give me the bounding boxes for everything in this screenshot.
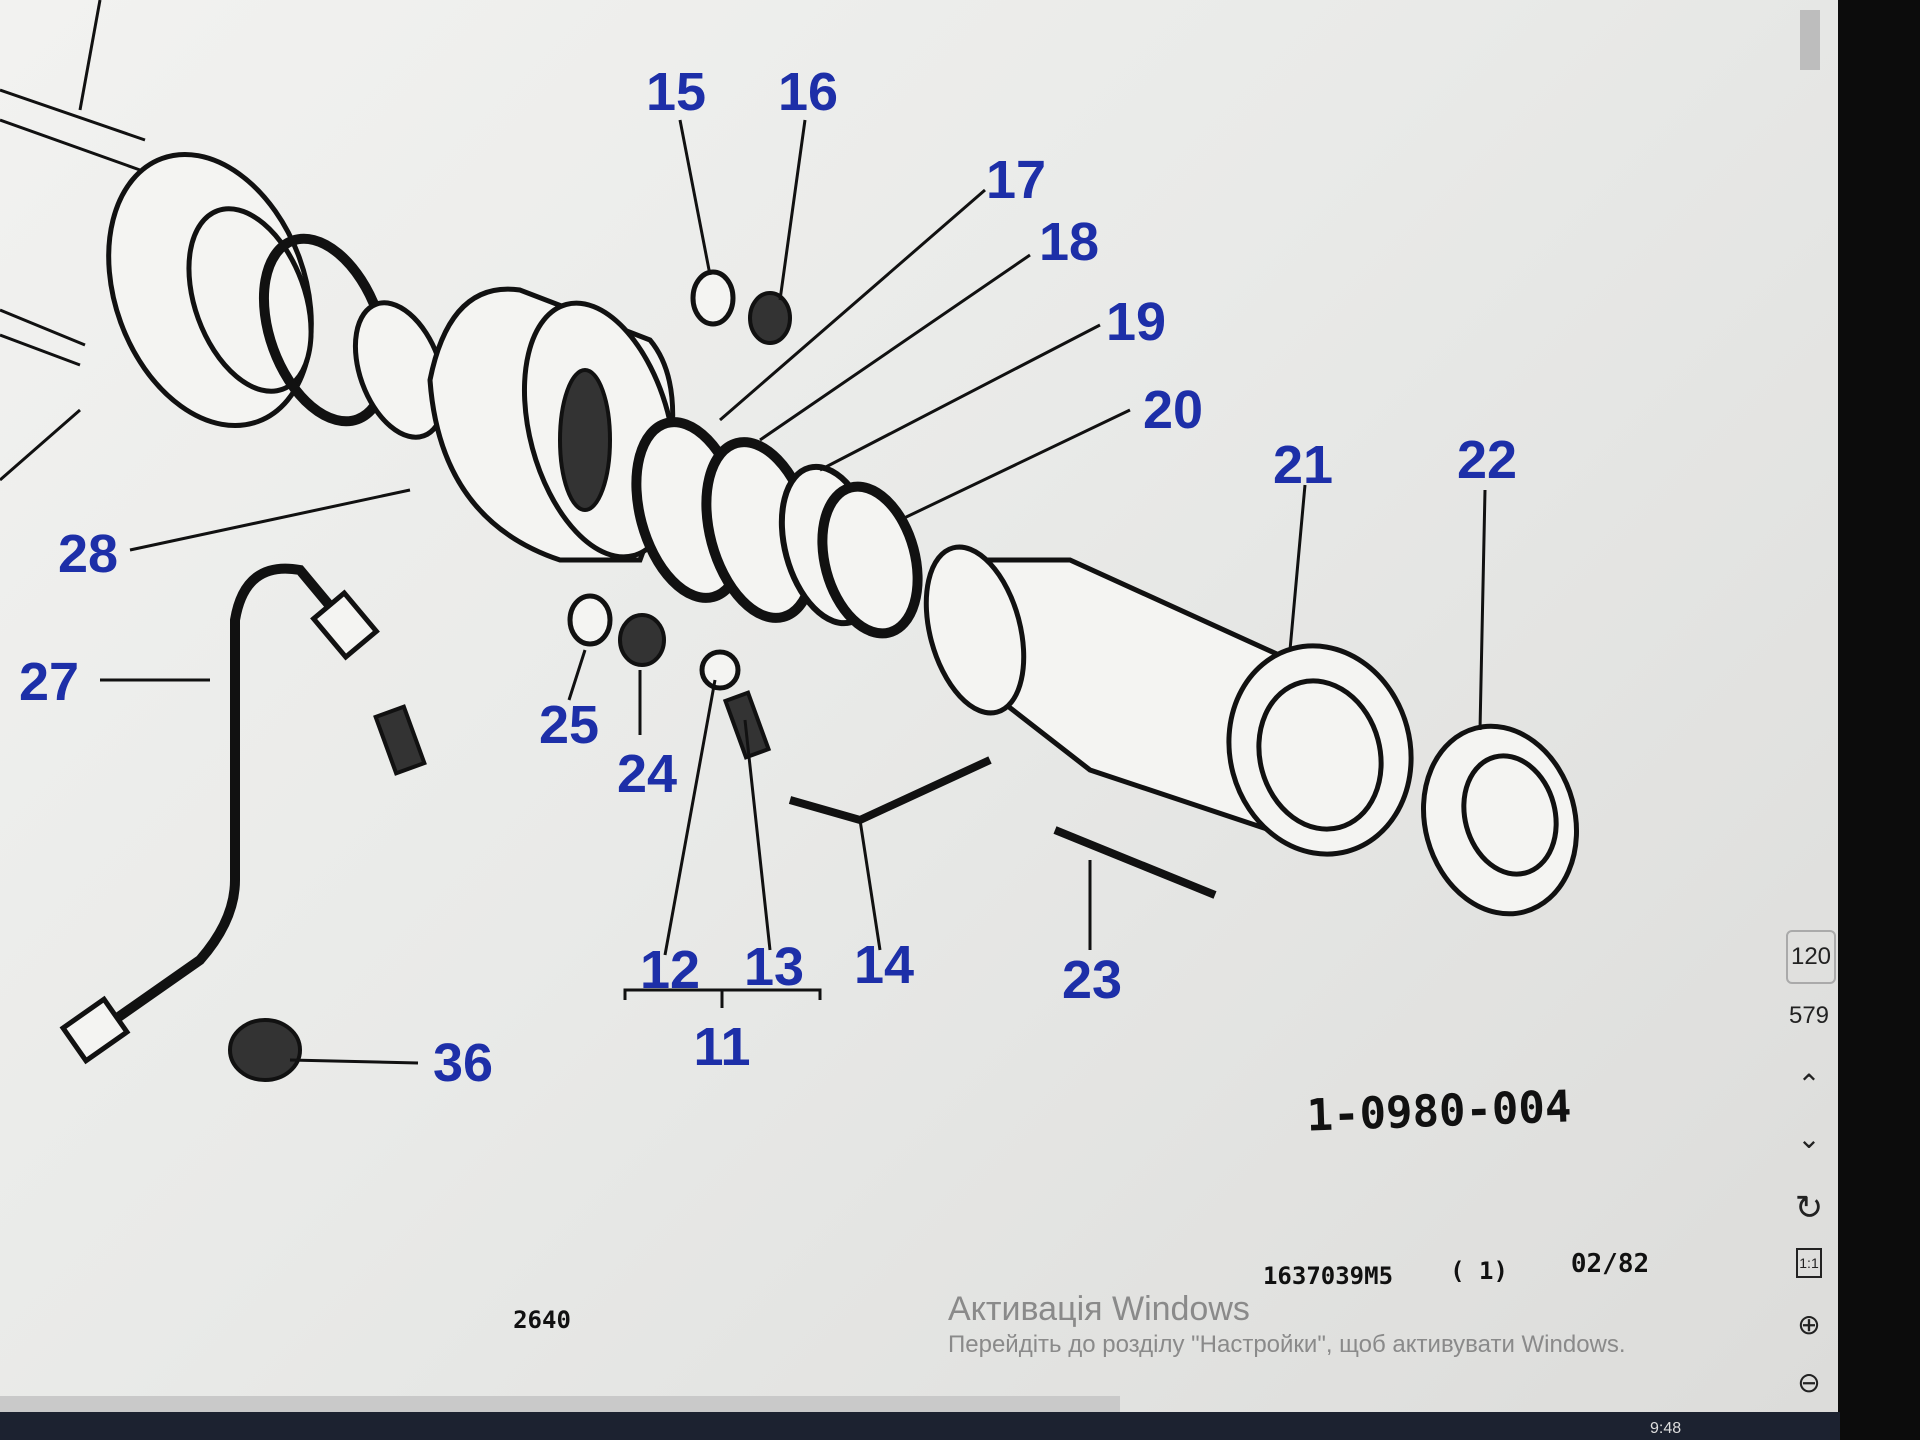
callout-12: 12 (640, 940, 700, 1000)
callout-36: 36 (433, 1033, 493, 1093)
windows-activation-watermark: Активація Windows Перейдіть до розділу "… (948, 1290, 1626, 1359)
taskbar-clock: 9:48 (1650, 1420, 1682, 1437)
model-number: 2640 (513, 1306, 571, 1334)
part-number: 1637039M5 (1263, 1262, 1393, 1290)
revision-date: 02/82 (1571, 1249, 1649, 1279)
monitor-bezel (1838, 0, 1920, 1440)
exploded-parts-diagram: 15 16 17 18 19 20 21 22 28 27 25 24 12 1… (0, 0, 1649, 1334)
actual-size-icon[interactable]: 1:1 (1780, 1248, 1838, 1278)
stud-bolts (0, 0, 146, 367)
callout-28: 28 (58, 524, 118, 584)
rotate-icon[interactable]: ↻ (1794, 1189, 1824, 1227)
zoom-out-icon[interactable]: ⊖ (1797, 1367, 1821, 1398)
callout-25: 25 (539, 695, 599, 755)
sheet-number: ( 1) (1450, 1257, 1508, 1285)
callout-24: 24 (617, 744, 677, 804)
watermark-title: Активація Windows (948, 1290, 1250, 1328)
release-bearing (1420, 723, 1580, 917)
document-viewer: 15 16 17 18 19 20 21 22 28 27 25 24 12 1… (0, 0, 1840, 1415)
horizontal-scrollbar[interactable] (0, 1396, 1120, 1412)
slave-cylinder (923, 544, 1414, 857)
callout-13: 13 (744, 937, 804, 997)
taskbar (0, 1412, 1840, 1440)
figure-code: 1-0980-004 (1306, 1081, 1573, 1141)
viewer-toolbar: 120 579 ⌃ ⌄ ↻ 1:1 ⊕ ⊖ (1780, 0, 1838, 1412)
next-page-icon[interactable]: ⌄ (1797, 1123, 1821, 1154)
callout-22: 22 (1457, 430, 1517, 490)
callout-15: 15 (646, 62, 706, 122)
callout-17: 17 (986, 150, 1046, 210)
small-parts (228, 269, 1217, 1082)
callout-27: 27 (19, 652, 79, 712)
page-number-input[interactable]: 120 (1786, 930, 1836, 984)
callout-16: 16 (778, 62, 838, 122)
zoom-in-icon[interactable]: ⊕ (1797, 1309, 1821, 1340)
hydraulic-pipe (97, 563, 354, 1035)
leader-lines (0, 119, 1487, 1065)
watermark-subtitle: Перейдіть до розділу "Настройки", щоб ак… (948, 1331, 1626, 1358)
flange-housing (106, 151, 448, 440)
page-count: 579 (1788, 1002, 1830, 1029)
piston-seals (631, 417, 923, 639)
callout-11: 11 (693, 1017, 750, 1077)
previous-page-icon[interactable]: ⌃ (1797, 1069, 1821, 1100)
callout-20: 20 (1143, 380, 1203, 440)
callout-21: 21 (1273, 435, 1333, 495)
callout-14: 14 (854, 935, 914, 995)
vertical-scrollbar[interactable] (1800, 10, 1820, 70)
callout-19: 19 (1106, 292, 1166, 352)
callout-23: 23 (1062, 950, 1122, 1010)
callout-18: 18 (1039, 212, 1099, 272)
